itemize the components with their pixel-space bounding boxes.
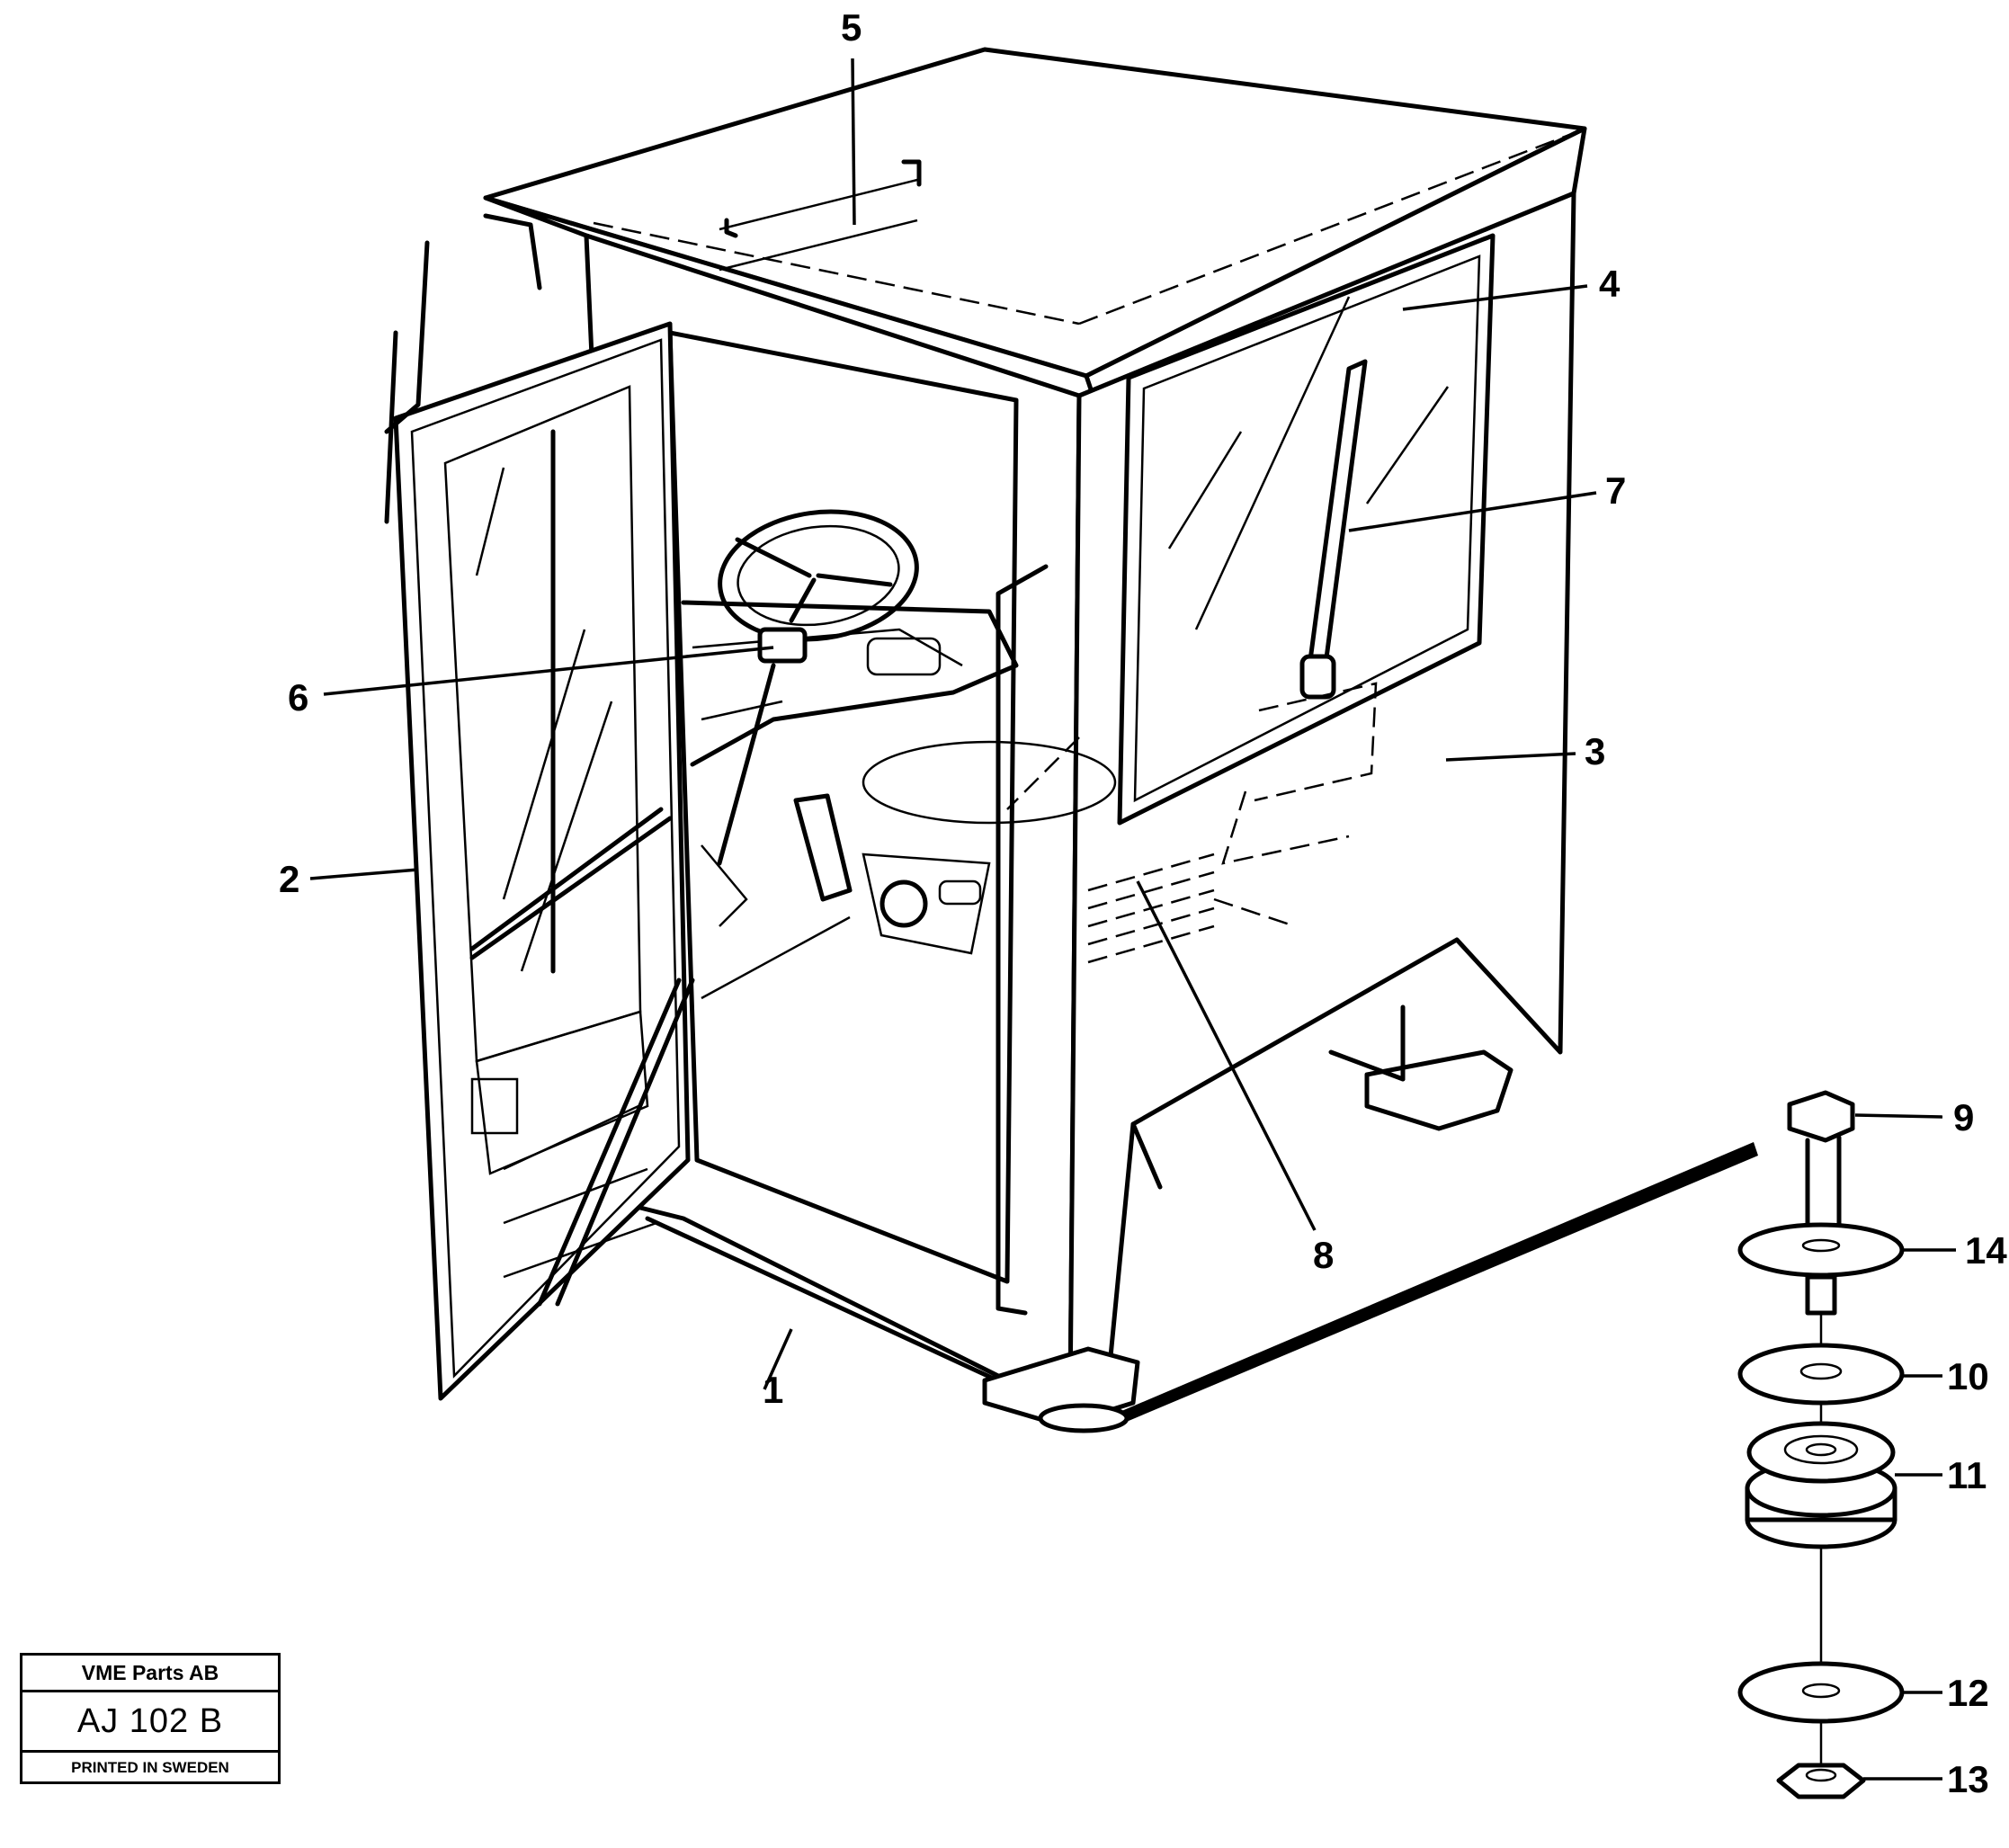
callout-8: 8 — [1313, 1234, 1334, 1276]
callout-10: 10 — [1947, 1355, 1989, 1397]
callout-13: 13 — [1947, 1758, 1989, 1800]
cab-door — [384, 213, 695, 1401]
callout-6: 6 — [288, 676, 308, 719]
callout-9: 9 — [1953, 1096, 1974, 1138]
callout-11: 11 — [1947, 1454, 1987, 1496]
callout-14: 14 — [1965, 1229, 2007, 1272]
mounting-hardware — [1120, 1090, 1905, 1799]
callout-2: 2 — [279, 858, 299, 900]
callout-labels: 1 2 3 4 5 6 7 8 9 14 10 11 12 13 — [279, 6, 2007, 1800]
leader-lines — [309, 58, 1956, 1781]
drawing-stamp: VME Parts AB AJ 102 B PRINTED IN SWEDEN — [20, 1653, 281, 1784]
callout-1: 1 — [763, 1369, 783, 1411]
callout-5: 5 — [841, 6, 862, 49]
stamp-drawing-number: AJ 102 B — [22, 1692, 278, 1753]
stamp-printed: PRINTED IN SWEDEN — [71, 1759, 229, 1776]
callout-7: 7 — [1605, 469, 1626, 512]
callout-12: 12 — [1947, 1672, 1989, 1714]
steering-and-dashboard — [681, 509, 1117, 1000]
stamp-company: VME Parts AB — [22, 1656, 278, 1692]
callout-3: 3 — [1585, 730, 1605, 772]
callout-4: 4 — [1599, 263, 1621, 305]
